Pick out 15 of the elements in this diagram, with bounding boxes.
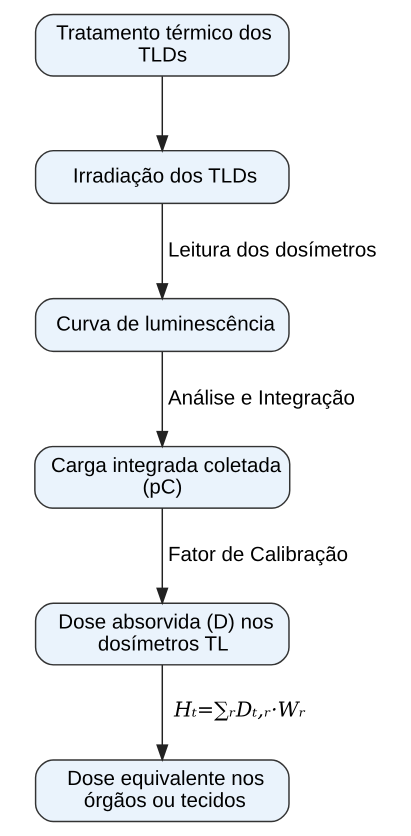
node-box: Curva de luminescência bbox=[34, 298, 290, 352]
node-box: Dose absorvida (D) nos dosímetros TL bbox=[34, 602, 290, 666]
arrow bbox=[156, 204, 168, 301]
arrow bbox=[156, 508, 168, 606]
arrow bbox=[156, 76, 168, 153]
arrow bbox=[156, 665, 168, 762]
arrow bbox=[156, 352, 168, 448]
edge-label: Fator de Calibração bbox=[168, 543, 348, 566]
node-box: Irradiação dos TLDs bbox=[34, 150, 290, 204]
node-box: Tratamento térmico dos TLDs bbox=[34, 14, 290, 77]
node-box: Carga integrada coletada (pC) bbox=[34, 446, 290, 509]
edge-label: Leitura dos dosímetros bbox=[168, 238, 377, 262]
edge-label: Hₜ=∑ᵣDₜ,ᵣ·Wᵣ bbox=[174, 697, 306, 722]
node-box: Dose equivalente nos órgãos ou tecidos bbox=[34, 759, 290, 822]
edge-label: Análise e Integração bbox=[168, 386, 355, 410]
